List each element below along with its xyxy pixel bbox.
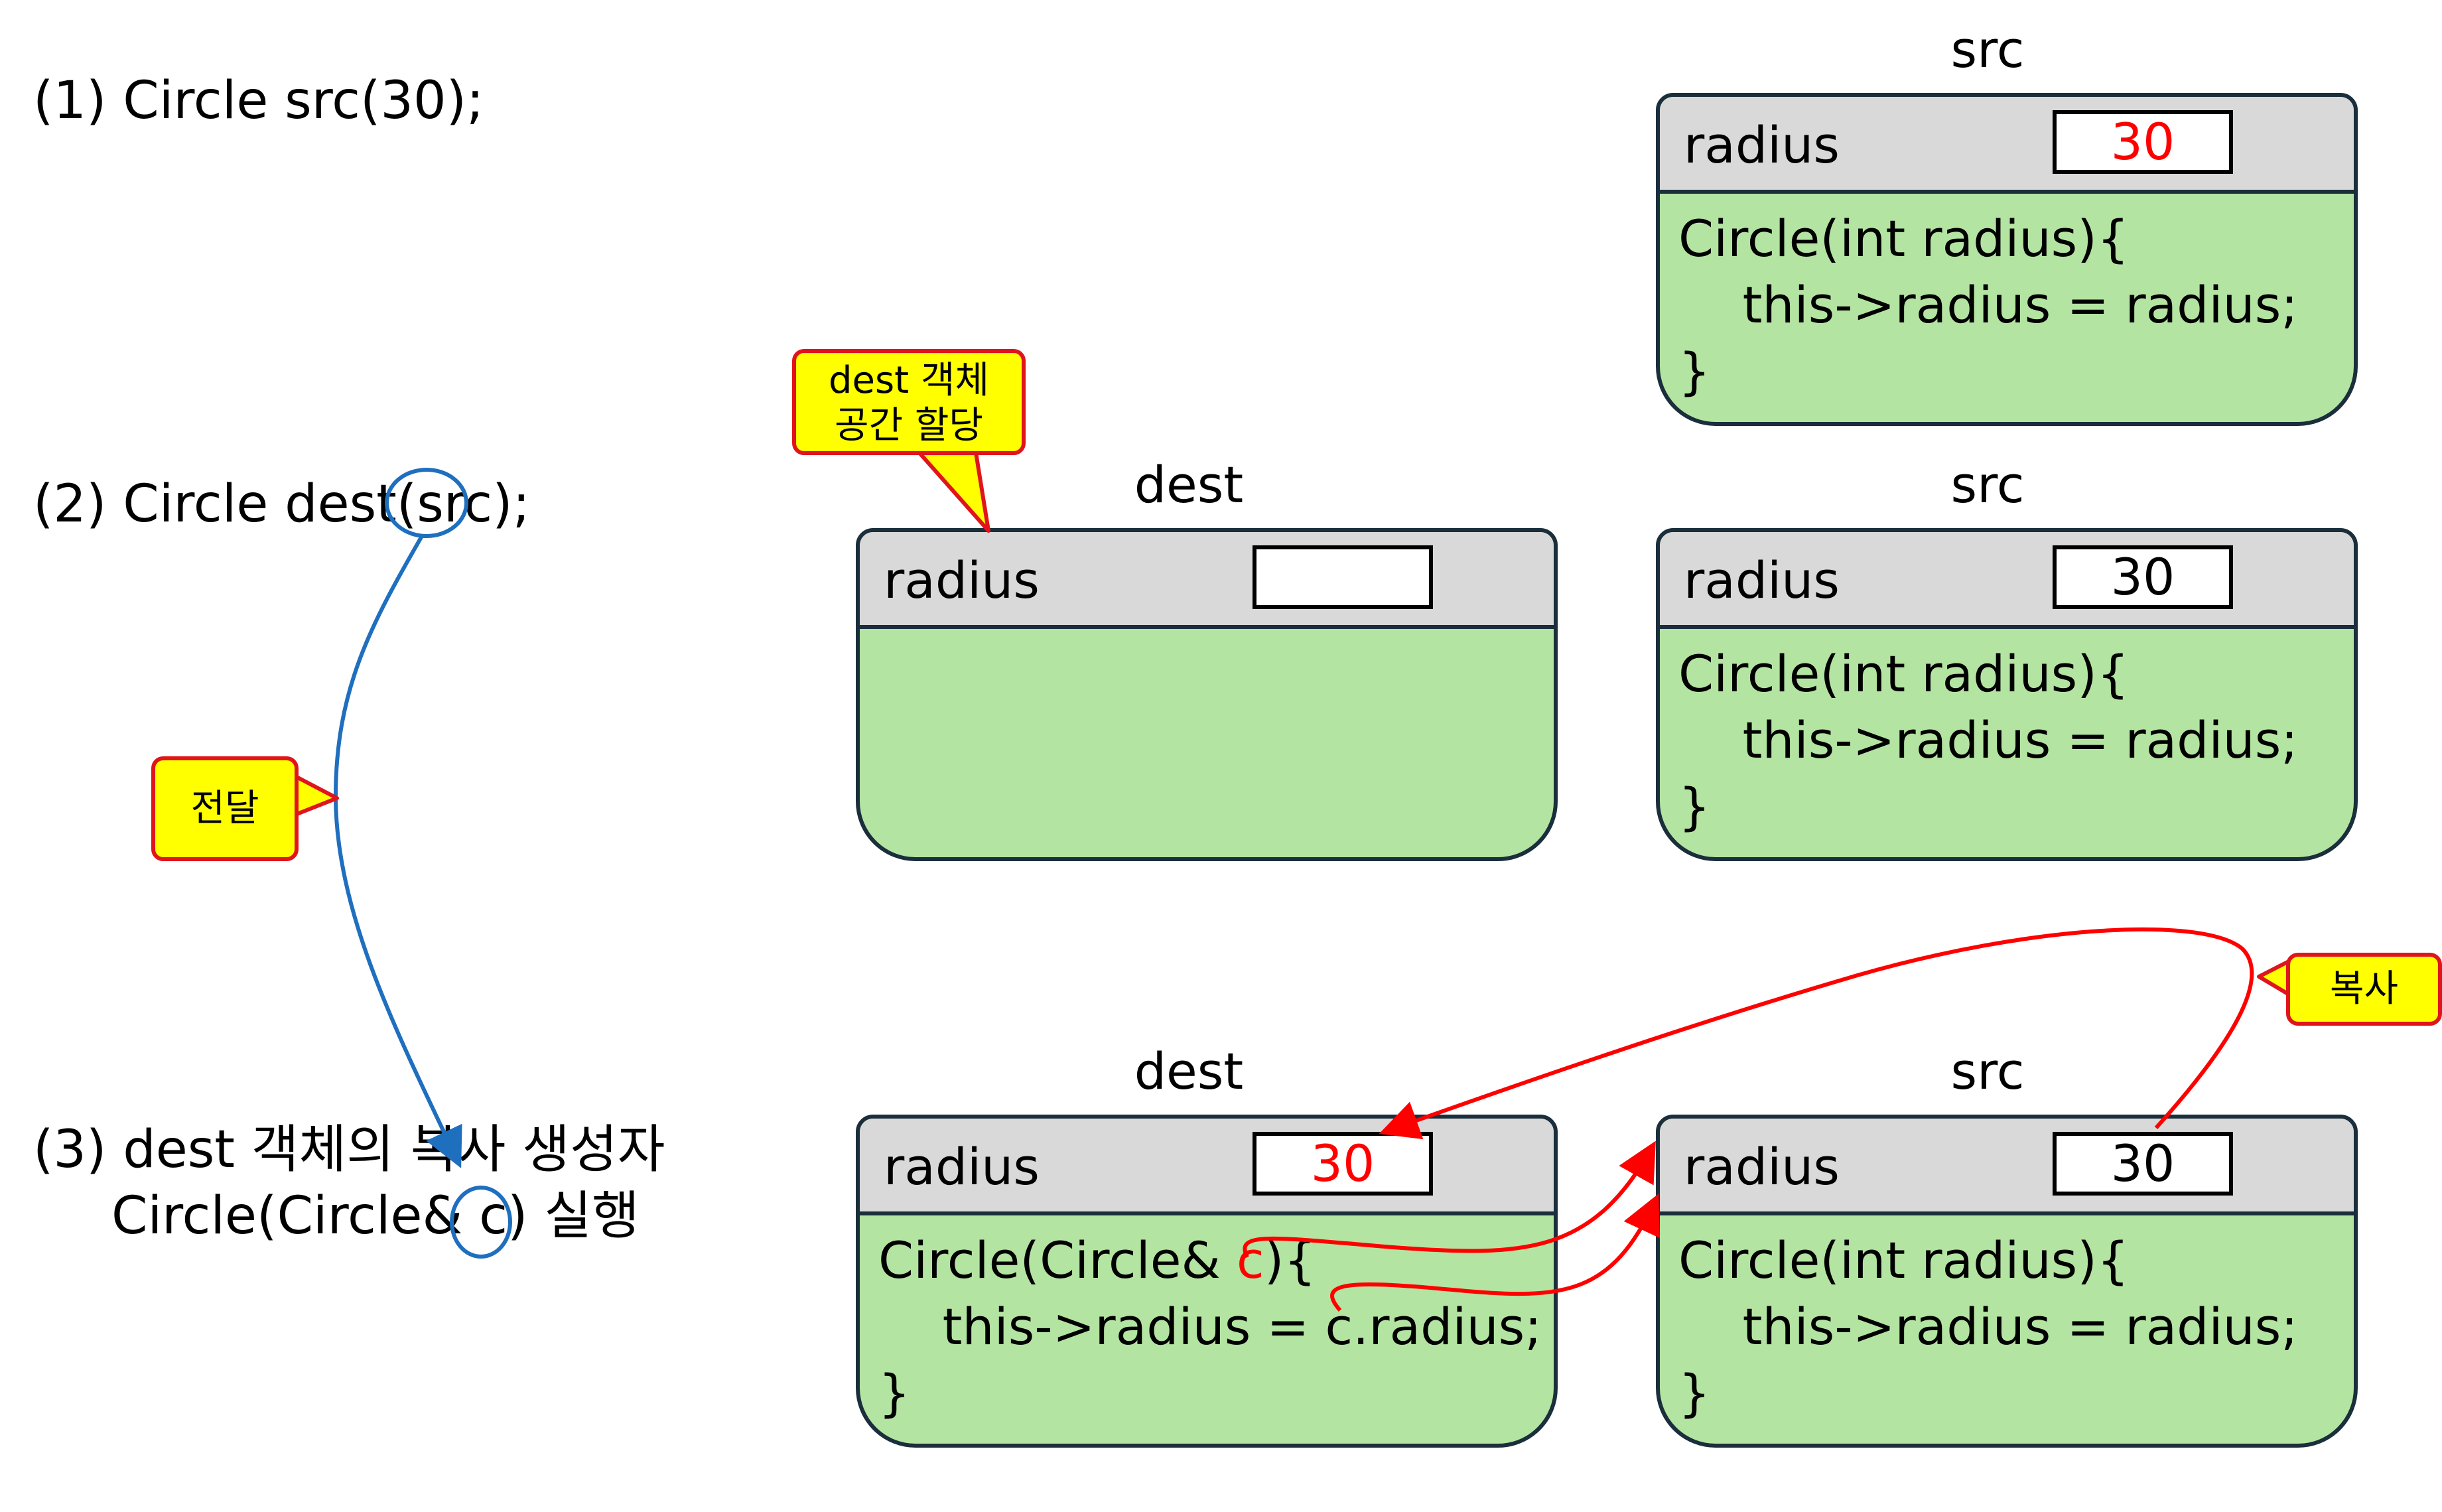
code-line: this->radius = radius;	[1678, 275, 2298, 334]
step-3-line-2: Circle(Circle& c) 실행	[33, 1183, 665, 1249]
code-line: Circle(int radius){	[1678, 209, 2130, 268]
object-src-1: radius 30 Circle(int radius){ this->radi…	[1656, 93, 2358, 426]
pass-arrow	[333, 535, 462, 1168]
object-name-dest-3: dest	[1134, 1042, 1244, 1101]
alloc-callout: dest 객체 공간 할당	[792, 349, 1026, 455]
pass-callout-tail	[293, 774, 339, 817]
c-parameter-circle	[450, 1186, 512, 1259]
object-src-2: radius 30 Circle(int radius){ this->radi…	[1656, 528, 2358, 861]
field-value: 30	[1253, 1132, 1433, 1196]
code-line: this->radius = radius;	[1678, 711, 2298, 770]
code-line: }	[1678, 777, 1711, 836]
object-name-src-3: src	[1950, 1042, 2025, 1101]
step-3-prefix: Circle(Circle&	[111, 1186, 480, 1246]
src-argument-circle	[385, 468, 468, 538]
object-name-src-2: src	[1950, 455, 2025, 514]
field-label: radius	[1684, 551, 1840, 610]
code-line: Circle(int radius){	[1678, 1231, 2130, 1290]
object-header: radius 30	[1660, 532, 2354, 629]
field-value: 30	[2053, 1132, 2233, 1196]
object-header: radius 30	[1660, 1119, 2354, 1215]
object-name-dest-2: dest	[1134, 455, 1244, 514]
object-name-src-1: src	[1950, 20, 2025, 79]
step-1: (1) Circle src(30);	[33, 68, 484, 134]
object-header: radius 30	[1660, 97, 2354, 194]
step-2-prefix: (2) Circle dest(	[33, 474, 417, 534]
object-dest-3: radius 30 Circle(Circle& c){ this->radiu…	[856, 1115, 1558, 1448]
c-param-link	[1243, 1140, 1656, 1259]
copy-callout: 복사	[2286, 953, 2442, 1026]
field-label: radius	[884, 1137, 1040, 1196]
copy-callout-tail	[2257, 959, 2292, 997]
code-line: Circle(int radius){	[1678, 644, 2130, 703]
constructor-code: Circle(int radius){ this->radius = radiu…	[1660, 194, 2354, 405]
code-line: }	[1678, 1363, 1711, 1422]
copy-constructor-code: Circle(Circle& c){ this->radius = c.radi…	[860, 1215, 1554, 1426]
copy-arrow	[1379, 927, 2254, 1140]
code-line: this->radius = radius;	[1678, 1297, 2298, 1356]
field-value: 30	[2053, 545, 2233, 609]
object-header: radius	[860, 532, 1554, 629]
object-dest-2: radius	[856, 528, 1558, 861]
code-line: }	[878, 1363, 911, 1422]
pass-callout: 전달	[151, 756, 299, 861]
constructor-code: Circle(int radius){ this->radius = radiu…	[1660, 629, 2354, 840]
field-value-empty	[1253, 545, 1433, 609]
object-header: radius 30	[860, 1119, 1554, 1215]
c-radius-link	[1330, 1194, 1660, 1312]
step-2-suffix: );	[492, 474, 530, 534]
step-2: (2) Circle dest(src);	[33, 471, 530, 537]
step-3-line-1: (3) dest 객체의 복사 생성자	[33, 1120, 665, 1180]
alloc-callout-tail	[914, 447, 990, 533]
code-line: }	[1678, 342, 1711, 401]
field-label: radius	[1684, 1137, 1840, 1196]
step-1-text: (1) Circle src(30);	[33, 71, 484, 131]
step-3: (3) dest 객체의 복사 생성자 Circle(Circle& c) 실행	[33, 1117, 665, 1249]
constructor-code: Circle(int radius){ this->radius = radiu…	[1660, 1215, 2354, 1426]
code-prefix: Circle(Circle&	[878, 1231, 1237, 1290]
step-3-suffix: ) 실행	[508, 1186, 640, 1246]
field-value: 30	[2053, 110, 2233, 174]
code-line: this->radius = c.radius;	[878, 1297, 1542, 1356]
field-label: radius	[1684, 115, 1840, 174]
object-src-3: radius 30 Circle(int radius){ this->radi…	[1656, 1115, 2358, 1448]
field-label: radius	[884, 551, 1040, 610]
